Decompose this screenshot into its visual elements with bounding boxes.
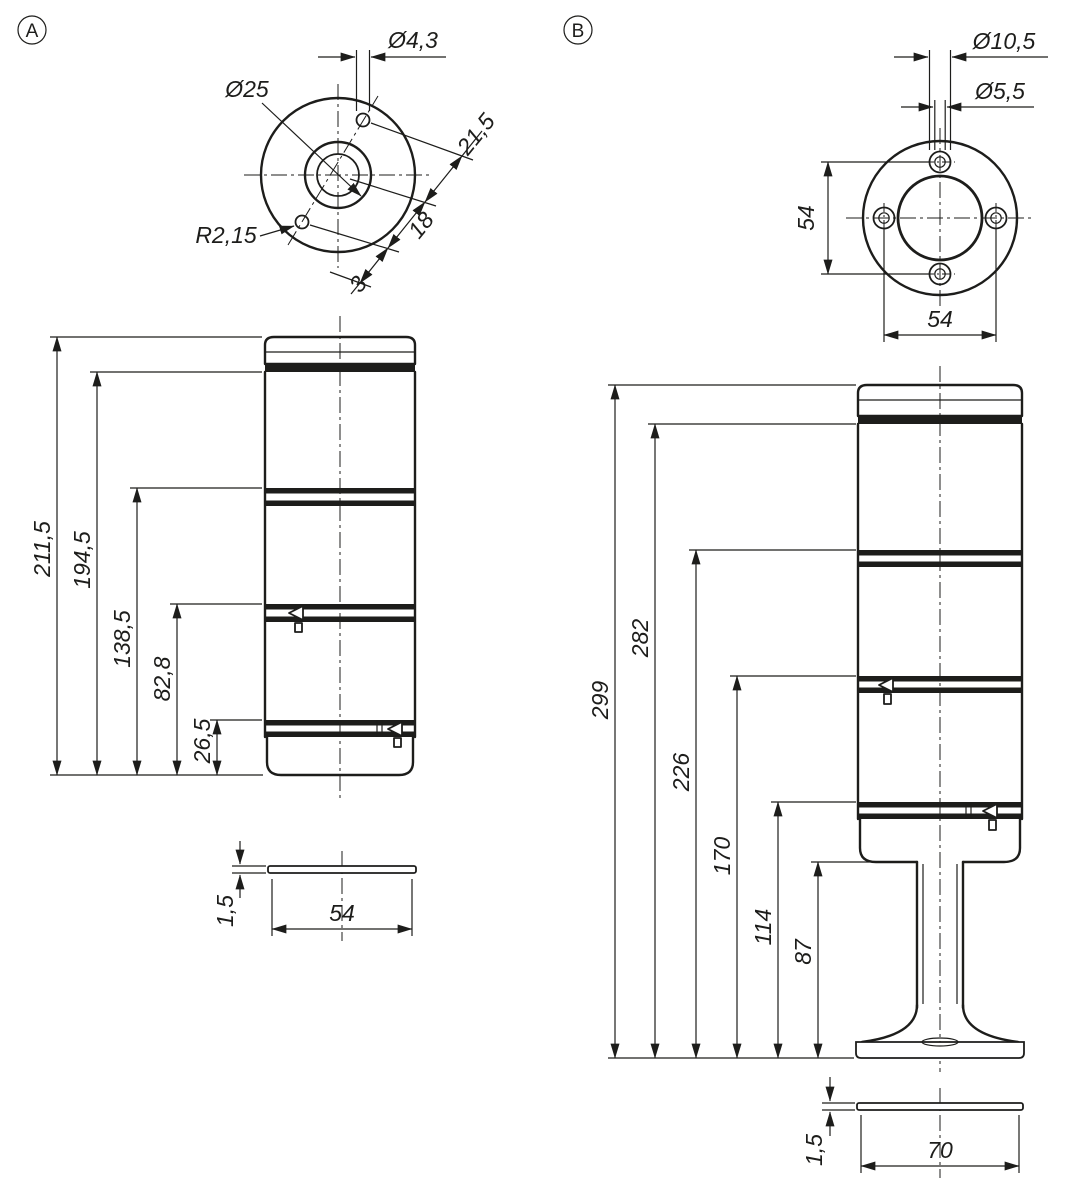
base-plate-a — [267, 865, 417, 874]
dim-center-diameter-a: Ø25 — [224, 76, 269, 102]
dim-plate-thickness-b: 1,5 — [801, 1134, 827, 1166]
dim-slot-radius-a: R2,15 — [195, 222, 257, 248]
outer-circle — [861, 139, 1019, 297]
inner-circle — [303, 140, 373, 210]
variant-b-top-view: Ø10,5 Ø5,5 54 54 — [793, 28, 1048, 342]
dim-hole-outer-diameter-b: Ø10,5 — [972, 28, 1036, 54]
variant-b: B Ø10,5 — [563, 15, 1048, 1178]
variant-a-label: A — [17, 15, 47, 45]
mount-hole-1 — [355, 112, 371, 128]
bayonet-marker-icon — [387, 721, 403, 737]
dim-plate-width-b: 70 — [927, 1137, 953, 1163]
dim-height-4-a: 82,8 — [149, 656, 175, 701]
tower-cap-b — [856, 383, 1024, 418]
dim-bolt-spacing-vertical-b: 54 — [793, 205, 819, 231]
base-plate-b — [856, 1102, 1024, 1111]
tower-base-left-b — [858, 817, 919, 864]
dim-bolt-spacing-horizontal-b: 54 — [927, 306, 953, 332]
variant-b-dimensions: 299 282 226 170 114 87 — [587, 384, 914, 1059]
foot-flare-left-b — [860, 1003, 919, 1044]
center-bore — [316, 153, 360, 197]
center-bore — [896, 174, 984, 262]
dim-height-3-a: 138,5 — [109, 610, 135, 668]
variant-a-base-plate: 1,5 54 — [212, 841, 417, 941]
bayonet-marker-icon — [878, 677, 894, 693]
tower-base-a — [265, 735, 415, 777]
dim-total-height-b: 299 — [587, 681, 613, 721]
variant-a-dimensions: 211,5 194,5 138,5 82,8 26,5 — [29, 336, 263, 776]
mount-hole-2 — [294, 214, 310, 230]
foot-flange-b — [855, 1041, 1025, 1059]
variant-b-label: B — [563, 15, 593, 45]
dim-height-4-b: 170 — [709, 837, 735, 876]
variant-b-side-view — [855, 366, 1025, 1072]
dim-height-6-b: 87 — [790, 938, 816, 965]
dim-total-height-a: 211,5 — [29, 521, 55, 578]
outer-circle — [259, 96, 417, 254]
variant-a-letter: A — [26, 21, 39, 42]
dim-plate-thickness-a: 1,5 — [212, 895, 238, 927]
variant-a-top-view: Ø4,3 Ø25 R2,15 21,5 18 3 — [195, 27, 500, 297]
tower-cap-a — [263, 335, 417, 366]
variant-a: A Ø4,3 Ø25 R2,15 — [17, 15, 500, 941]
dim-height-2-a: 194,5 — [69, 531, 95, 589]
dim-height-2-b: 282 — [627, 619, 653, 659]
bayonet-marker-icon — [288, 605, 304, 621]
dim-height-5-a: 26,5 — [189, 718, 215, 764]
variant-b-base-plate: 1,5 70 — [801, 1077, 1024, 1178]
foot-flare-right-b — [961, 1003, 1020, 1044]
dim-offset-3-a: 3 — [344, 271, 372, 297]
dim-hole-inner-diameter-b: Ø5,5 — [974, 78, 1025, 104]
dim-height-3-b: 226 — [668, 753, 694, 793]
dim-plate-width-a: 54 — [329, 900, 355, 926]
dim-hole-diameter-a: Ø4,3 — [387, 27, 438, 53]
bayonet-marker-icon — [982, 803, 998, 819]
tower-base-right-b — [961, 817, 1022, 864]
variant-a-side-view — [263, 316, 417, 800]
variant-b-letter: B — [572, 21, 585, 42]
dim-offset-1-a: 21,5 — [451, 108, 500, 160]
dim-height-5-b: 114 — [750, 909, 776, 946]
dim-offset-2-a: 18 — [403, 207, 439, 243]
